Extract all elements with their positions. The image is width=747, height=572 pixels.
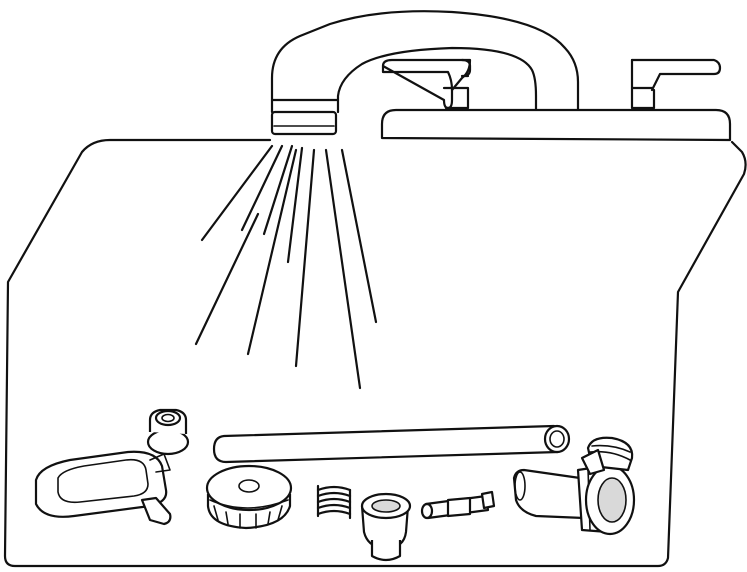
drain-flange-icon — [360, 492, 412, 562]
connector-rod-icon — [212, 424, 571, 464]
water-spray-icon — [194, 144, 378, 390]
spring-icon — [316, 484, 352, 520]
drain-stopper-icon — [34, 450, 172, 526]
faucet-icon — [270, 10, 732, 142]
pivot-rod-icon — [420, 490, 496, 520]
tailpiece-icon — [512, 436, 636, 536]
grommet-icon — [146, 408, 190, 456]
sink-basin-icon — [3, 138, 747, 568]
drain-nut-icon — [205, 464, 293, 530]
